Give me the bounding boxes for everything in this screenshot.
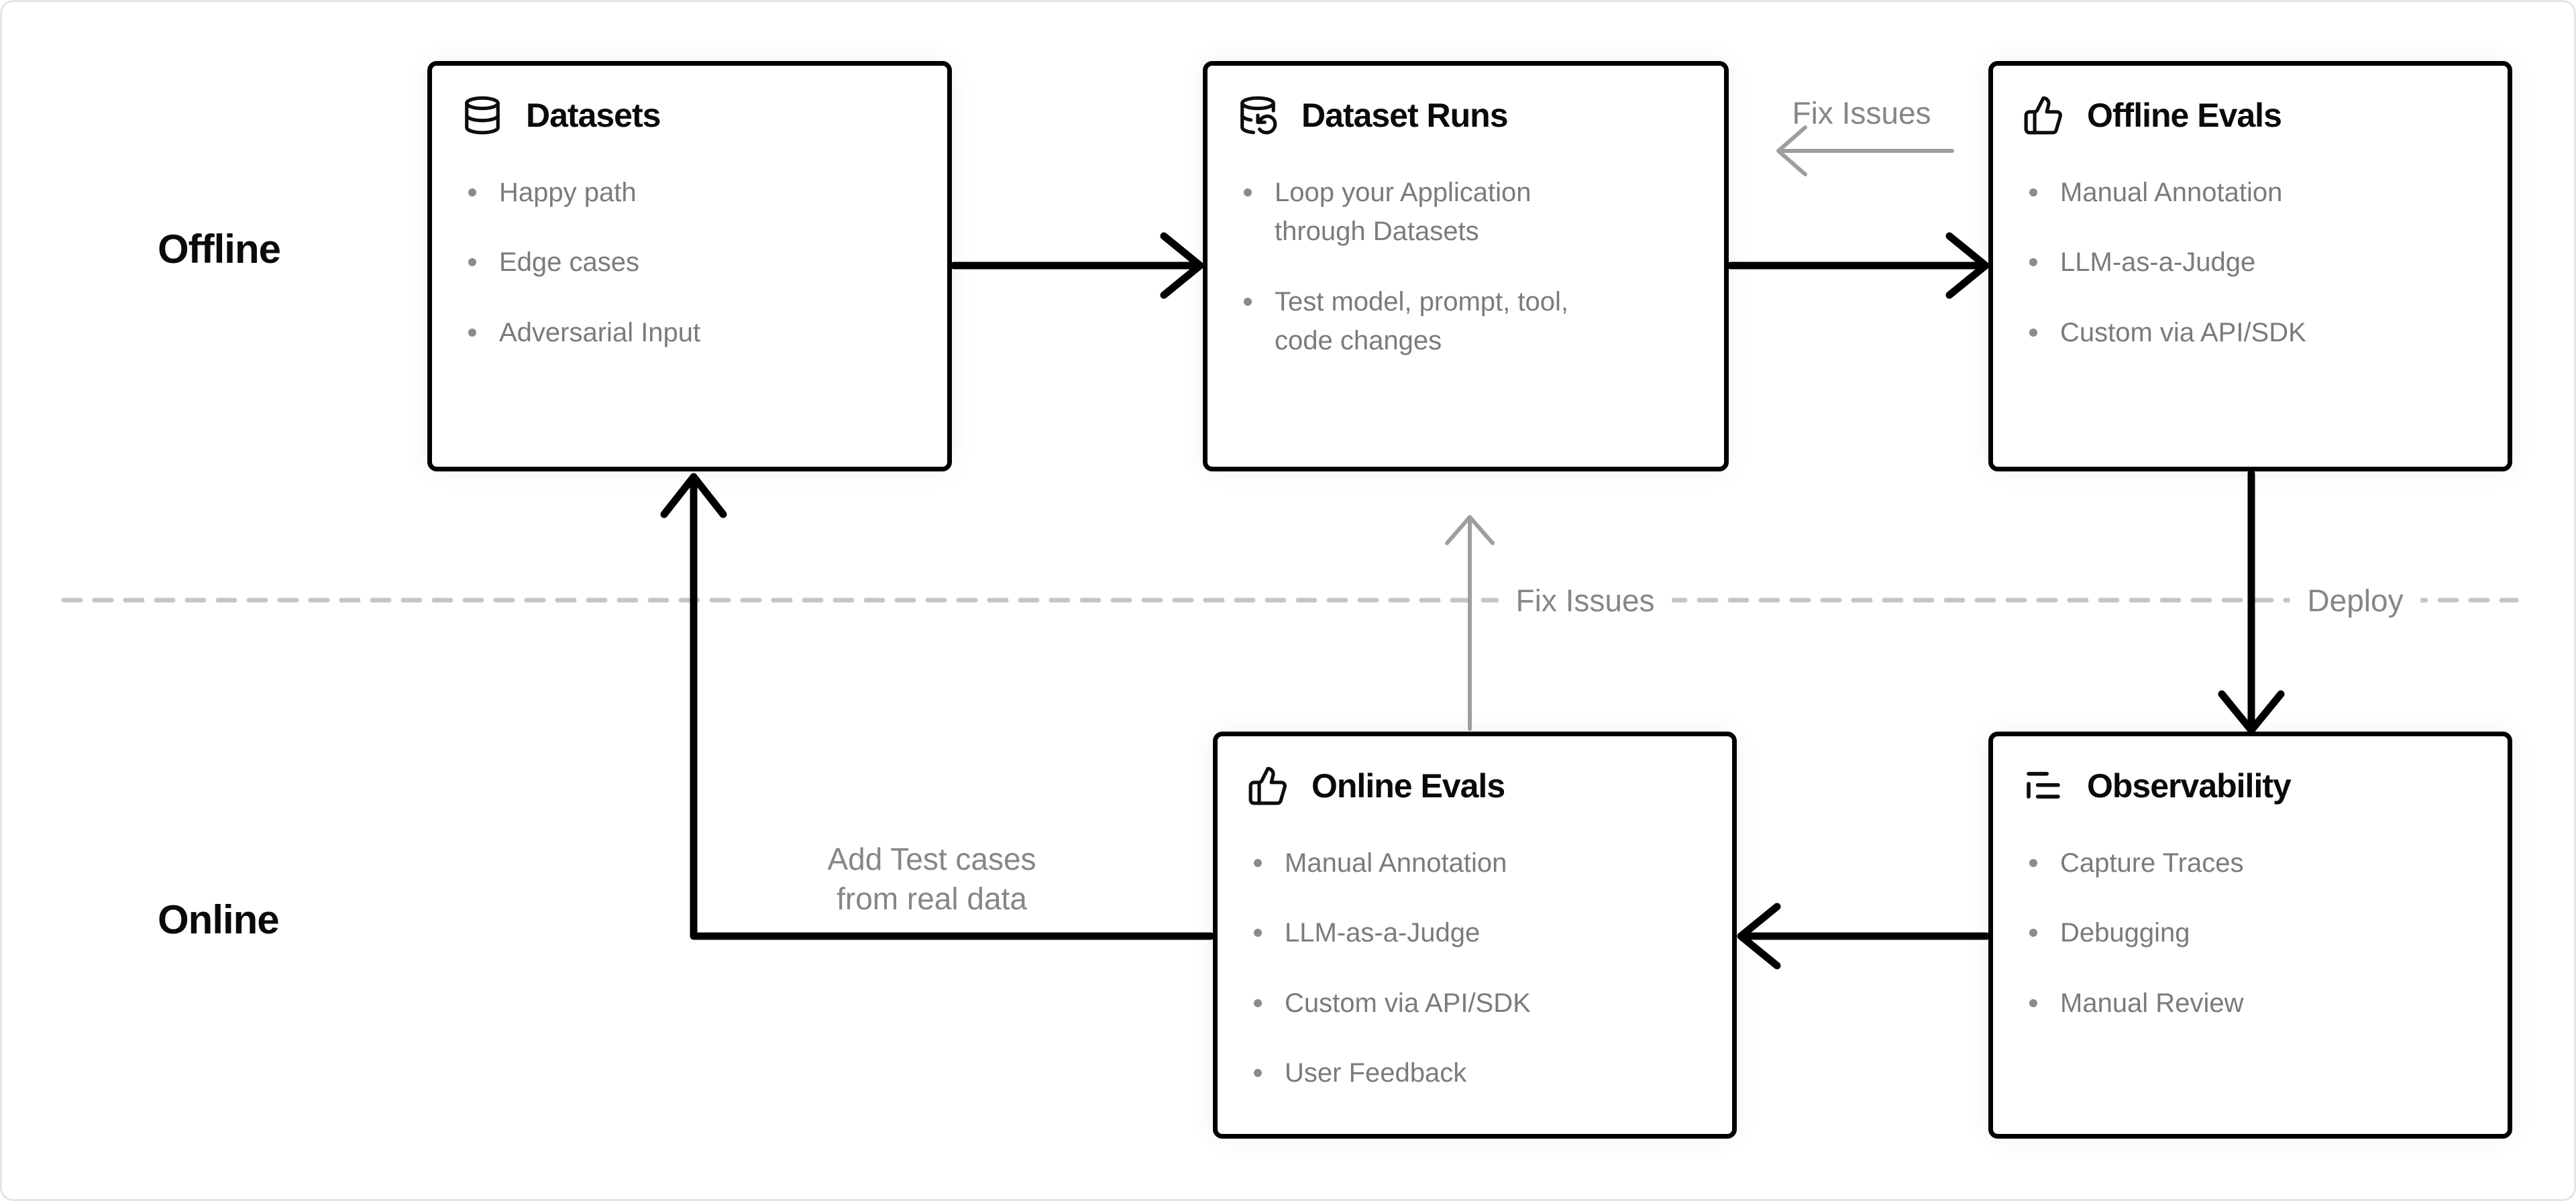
node-datasets-header: Datasets [462,94,920,137]
node-title: Observability [2087,767,2292,805]
arrow-fix-issues-top [1776,125,1954,176]
node-title: Offline Evals [2087,97,2282,134]
database-backup-icon [1237,95,1279,136]
lane-label-offline: Offline [158,227,281,272]
node-title: Datasets [526,97,661,134]
bullet-item: Manual Annotation [2023,173,2481,212]
arrow-observability-to-online-evals [1737,903,1990,970]
thumbs-up-icon [2023,95,2064,136]
node-observability-header: Observability [2023,764,2481,807]
logs-icon [2023,765,2064,807]
edge-label-deploy: Deploy [2290,581,2421,621]
edge-label-add-test-cases: Add Test cases from real data [827,842,1036,916]
bullet-item: Loop your Application through Datasets [1237,173,1697,251]
arrow-dataset-runs-to-offline-evals [1727,232,1990,299]
bullet-item: Custom via API/SDK [1247,984,1705,1023]
database-icon [462,95,503,136]
bullet-item: LLM-as-a-Judge [2023,243,2481,282]
node-offline-evals-header: Offline Evals [2023,94,2481,137]
bullet-item: User Feedback [1247,1053,1705,1092]
arrow-fix-issues-vertical [1445,515,1495,731]
bullet-item: Manual Review [2023,984,2481,1023]
bullet-item: LLM-as-a-Judge [1247,913,1705,952]
bullet-item: Edge cases [462,243,920,282]
bullet-item: Capture Traces [2023,844,2481,882]
node-title: Dataset Runs [1301,97,1509,134]
thumbs-up-icon [1247,765,1289,807]
node-title: Online Evals [1311,767,1505,805]
arrow-datasets-to-dataset-runs [950,232,1204,299]
bullet-item: Test model, prompt, tool, code changes [1237,282,1697,361]
bullet-item: Adversarial Input [462,313,920,352]
node-dataset-runs-header: Dataset Runs [1237,94,1697,137]
lane-label-online: Online [158,897,280,942]
bullet-item: Happy path [462,173,920,212]
edge-label-fix-issues-mid: Fix Issues [1498,581,1672,621]
arrow-deploy [2218,469,2285,734]
edge-label-fix-issues-top: Fix Issues [1792,95,1931,131]
bullet-item: Custom via API/SDK [2023,313,2481,352]
bullet-item: Debugging [2023,913,2481,952]
node-dataset-runs: Dataset Runs Loop your Application throu… [1203,61,1729,471]
node-online-evals-header: Online Evals [1247,764,1705,807]
bullet-item: Manual Annotation [1247,844,1705,882]
